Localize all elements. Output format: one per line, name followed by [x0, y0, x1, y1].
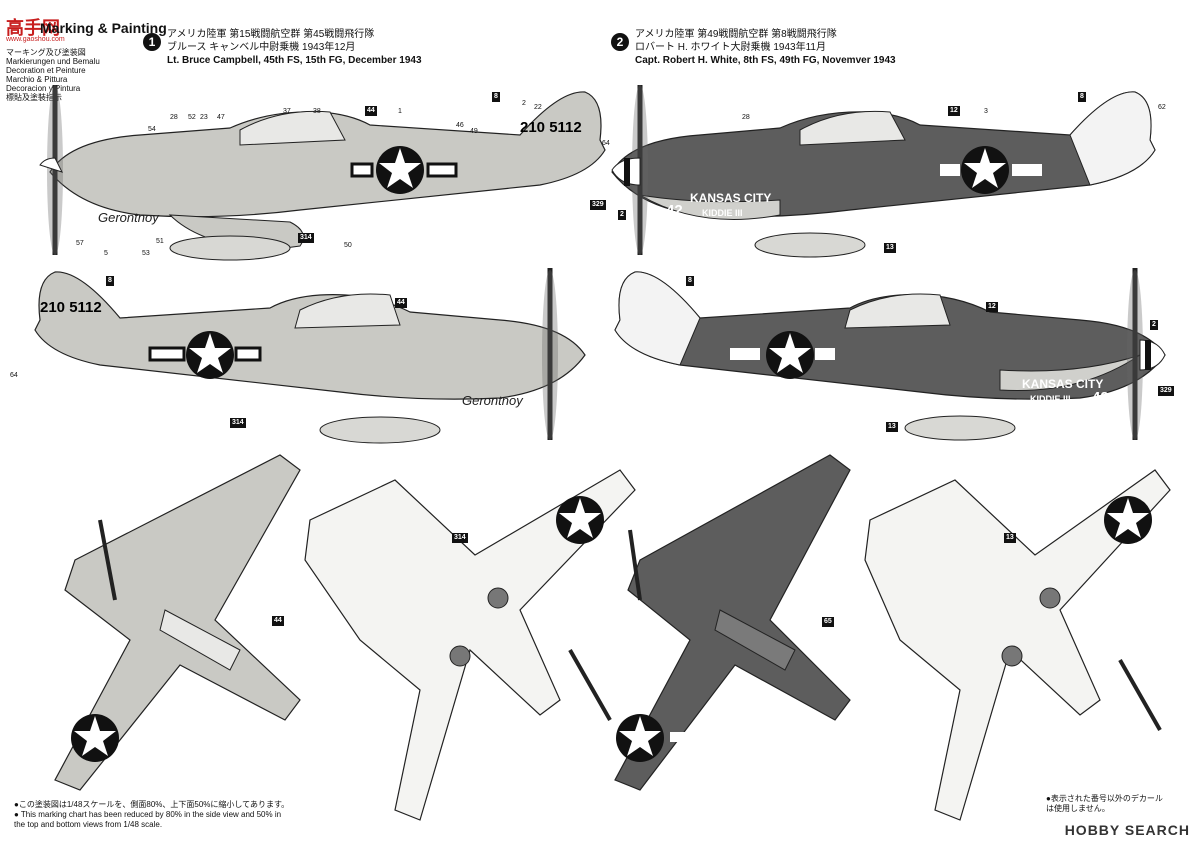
scheme2-nose-art2-bottom: KIDDIE III [1030, 394, 1071, 404]
callout-b1-8: 8 [106, 276, 114, 286]
scheme2-header: アメリカ陸軍 第49戦闘航空群 第8戦闘飛行隊 ロバート H. ホワイト大尉乗機… [635, 28, 896, 67]
watermark-logo: HOBBY SEARCH [1064, 822, 1190, 838]
scheme2-nose-art2-top: KIDDIE III [702, 208, 743, 218]
scheme1-side-view-right [34, 268, 586, 444]
scheme2-side-view-left [611, 85, 1156, 258]
callout-b1-314: 314 [230, 418, 246, 428]
scheme2-side-view-right [614, 268, 1166, 441]
scheme1-serial-bottom: 210 5112 [40, 299, 102, 316]
scheme2-nose-num-top: 42 [666, 202, 683, 219]
callout-50: 50 [344, 242, 352, 249]
lang-es: Decoracion y Pintura [6, 84, 81, 93]
callout-2: 2 [522, 100, 526, 107]
callout-28: 28 [170, 114, 178, 121]
callout-s2-13: 13 [884, 243, 896, 253]
callout-49: 49 [470, 128, 478, 135]
scheme2-nose-art1-top: KANSAS CITY [690, 191, 771, 205]
decal-note-ja2: は使用しません。 [1046, 804, 1110, 813]
scale-note-ja: ●この塗装図は1/48スケールを、側面80%、上下面50%に縮小してあります。 [14, 800, 290, 809]
callout-51: 51 [156, 238, 164, 245]
scheme2-line3: Capt. Robert H. White, 8th FS, 49th FG, … [635, 55, 896, 66]
callout-s2-2: 2 [618, 210, 626, 220]
callout-1: 1 [398, 108, 402, 115]
lang-zh: 標貼及塗裝指示 [6, 93, 62, 102]
callout-r-12: 65 [822, 617, 834, 627]
scale-note: ●この塗装図は1/48スケールを、側面80%、上下面50%に縮小してあります。 … [14, 800, 289, 830]
callout-b2-8: 8 [686, 276, 694, 286]
callout-47: 47 [217, 114, 225, 121]
scheme1-number-badge: 1 [143, 33, 161, 51]
callout-b2-2: 2 [1150, 320, 1158, 330]
callout-s2-28: 28 [742, 114, 750, 121]
scheme1-top-view [54, 454, 301, 791]
scheme1-header: アメリカ陸軍 第15戦闘航空群 第45戦闘飛行隊 ブルース キャンベル中尉乗機 … [167, 28, 422, 67]
brand-url: www.gaoshou.com [6, 36, 65, 43]
decal-note-ja1: ●表示された番号以外のデカール [1046, 794, 1163, 803]
scheme2-nose-num-bottom: 42 [1092, 389, 1109, 406]
callout-5: 5 [104, 250, 108, 257]
scheme1-nose-art-bottom: Gerontnoy [462, 393, 524, 408]
scale-note-en1: ● This marking chart has been reduced by… [14, 810, 282, 819]
callout-46: 46 [456, 122, 464, 129]
callout-s2-62: 62 [1158, 104, 1166, 111]
lang-fr: Decoration et Peinture [6, 66, 86, 75]
callout-s2-329: 329 [590, 200, 606, 210]
scheme2-top-view [614, 454, 851, 791]
callout-r-44: 44 [272, 616, 284, 626]
heading-ja: マーキング及び塗装図 [6, 48, 86, 57]
scale-note-en2: the top and bottom views from 1/48 scale… [14, 820, 163, 829]
scheme1-bottom-view [304, 469, 636, 821]
callout-b2-329: 329 [1158, 386, 1174, 396]
callout-b2-12: 12 [986, 302, 998, 312]
callout-r-314: 314 [452, 533, 468, 543]
callout-8: 8 [492, 92, 500, 102]
decal-note: ●表示された番号以外のデカール は使用しません。 [1046, 794, 1163, 814]
scheme1-nose-art-top: Gerontnoy [98, 210, 160, 225]
callout-b1-64: 64 [10, 372, 18, 379]
callout-s2-3: 3 [984, 108, 988, 115]
callout-314: 314 [298, 233, 314, 243]
callout-r-13: 13 [1004, 533, 1016, 543]
callout-b2-13: 13 [886, 422, 898, 432]
callout-57: 57 [76, 240, 84, 247]
scheme1-line2: ブルース キャンベル中尉乗機 1943年12月 [167, 42, 356, 53]
scheme1-line3: Lt. Bruce Campbell, 45th FS, 15th FG, De… [167, 55, 422, 66]
callout-s2-8: 8 [1078, 92, 1086, 102]
scheme2-number-badge: 2 [611, 33, 629, 51]
scheme1-line1: アメリカ陸軍 第15戦闘航空群 第45戦闘飛行隊 [167, 29, 375, 40]
scheme2-line1: アメリカ陸軍 第49戦闘航空群 第8戦闘飛行隊 [635, 29, 837, 40]
scheme2-line2: ロバート H. ホワイト大尉乗機 1943年11月 [635, 42, 826, 53]
callout-64: 64 [602, 140, 610, 147]
callout-38: 38 [313, 108, 321, 115]
callout-22: 22 [534, 104, 542, 111]
brand-logo: 高手网 [6, 18, 60, 39]
callout-37: 37 [283, 108, 291, 115]
callout-54: 54 [148, 126, 156, 133]
callout-53: 53 [142, 250, 150, 257]
scheme2-bottom-view [864, 469, 1171, 821]
callout-44: 44 [365, 106, 377, 116]
callout-s2-12: 12 [948, 106, 960, 116]
scheme1-serial-top: 210 5112 [520, 119, 582, 136]
callout-52: 52 [188, 114, 196, 121]
scheme1-side-view-left [39, 85, 606, 261]
callout-b1-44: 44 [395, 298, 407, 308]
lang-it: Marchio & Pittura [6, 75, 68, 84]
callout-23: 23 [200, 114, 208, 121]
lang-de: Markierungen und Bemalu [6, 57, 100, 66]
page-title: Marking & Painting [40, 20, 167, 36]
scheme2-nose-art1-bottom: KANSAS CITY [1022, 377, 1103, 391]
